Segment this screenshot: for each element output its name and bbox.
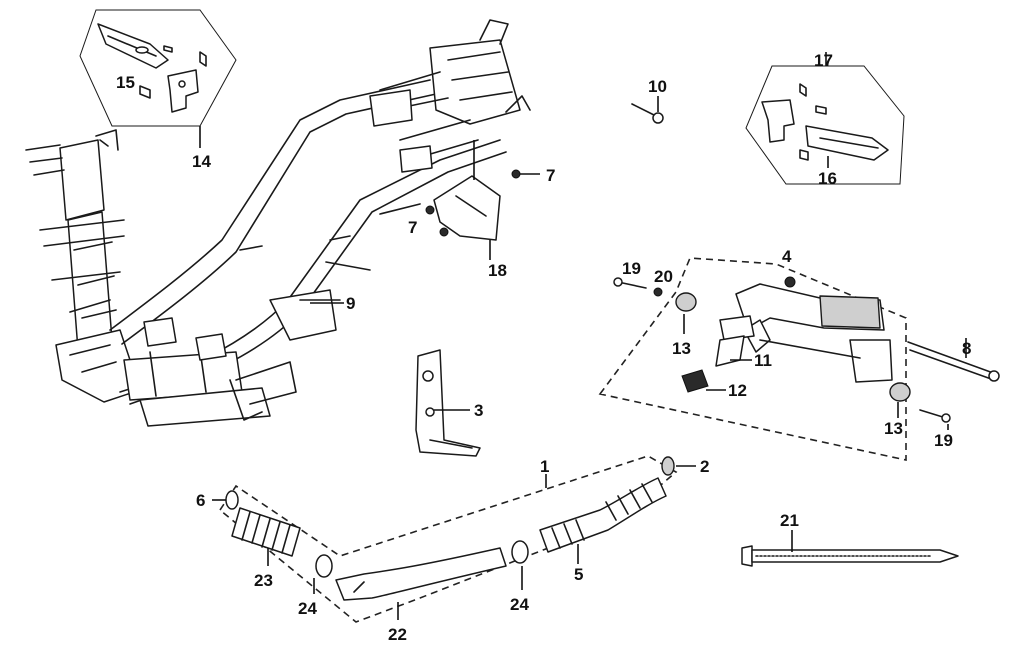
callout-23: 23	[254, 571, 273, 590]
strap-15	[97, 23, 169, 69]
bolt-7-left-a	[425, 205, 435, 215]
callout-5: 5	[574, 565, 583, 584]
callout-20: 20	[654, 267, 673, 286]
bracket-14	[139, 45, 207, 113]
stand-assembly-outline	[598, 257, 907, 461]
callout-14: 14	[192, 152, 211, 171]
strap-16	[805, 125, 889, 161]
tube-assembly-outline	[218, 455, 678, 623]
guard-18	[433, 175, 501, 241]
main-frame	[25, 19, 531, 427]
callout-19-upper: 19	[622, 259, 641, 278]
bushing-13-right	[889, 382, 911, 402]
callout-4: 4	[782, 247, 792, 266]
bolt-19-right	[919, 409, 951, 423]
clamp-6	[225, 490, 239, 510]
callout-21: 21	[780, 511, 799, 530]
bracket-17	[761, 83, 827, 161]
pipe-22	[335, 547, 507, 601]
callout-3: 3	[474, 401, 483, 420]
bolt-10	[631, 103, 664, 124]
shaft-8	[907, 341, 1000, 382]
callout-15: 15	[116, 73, 135, 92]
callout-13-left: 13	[672, 339, 691, 358]
callout-6: 6	[196, 491, 205, 510]
callout-10: 10	[648, 77, 667, 96]
pad-12	[681, 369, 709, 393]
bolt-7-upper	[511, 169, 521, 179]
callout-17: 17	[814, 51, 833, 70]
clamp-2	[661, 456, 675, 476]
clip-24-right	[511, 540, 529, 564]
callout-19-lower: 19	[934, 431, 953, 450]
hose-5	[539, 477, 667, 553]
clip-24-left	[315, 554, 333, 578]
callout-11: 11	[754, 351, 772, 370]
callout-22: 22	[388, 625, 407, 644]
washer-20	[653, 287, 663, 297]
callout-9: 9	[346, 294, 355, 313]
hose-23	[231, 507, 301, 557]
callout-18: 18	[488, 261, 507, 280]
callout-1: 1	[540, 457, 549, 476]
callout-7-lower: 7	[408, 218, 417, 237]
cable-tie-21	[741, 545, 959, 567]
callout-2: 2	[700, 457, 709, 476]
callout-24-right: 24	[510, 595, 529, 614]
bushing-13-left	[675, 292, 697, 312]
callout-12: 12	[728, 381, 747, 400]
nut-4	[784, 276, 796, 288]
kit-17-outline	[745, 65, 905, 185]
hook-3	[415, 349, 481, 457]
callout-13-right: 13	[884, 419, 903, 438]
callout-16: 16	[818, 169, 837, 188]
main-stand	[715, 283, 893, 383]
callout-8: 8	[962, 339, 971, 358]
callout-7-upper: 7	[546, 166, 555, 185]
bolt-7-left-b	[439, 227, 449, 237]
callout-24-left: 24	[298, 599, 317, 618]
bolt-19-left	[613, 277, 647, 289]
